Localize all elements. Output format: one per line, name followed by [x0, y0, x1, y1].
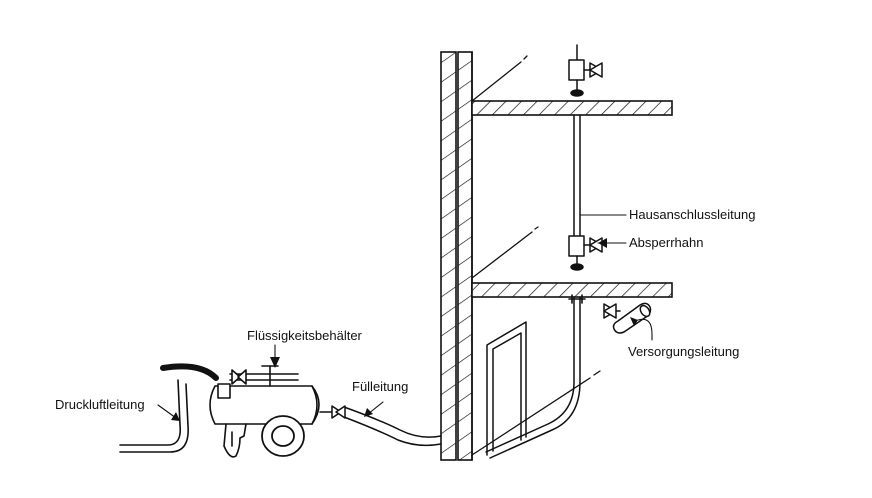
label-fuelleitung: Fülleitung — [352, 379, 408, 394]
filling-hose — [343, 406, 442, 447]
door — [486, 321, 527, 456]
label-hausanschlussleitung: Hausanschlussleitung — [629, 207, 755, 222]
upper-shutoff-valve — [568, 44, 603, 97]
leader-arrowheads — [171, 238, 638, 421]
building-wall — [440, 51, 473, 461]
floor-slab-top — [471, 100, 673, 116]
tank-wheel — [261, 415, 305, 457]
versorgungsleitung-pipe — [603, 302, 652, 334]
filling-valve — [319, 405, 346, 419]
tank-stand — [223, 423, 247, 458]
riser-pipe — [485, 114, 581, 459]
liquid-tank — [209, 365, 320, 425]
compressed-air-hose — [119, 363, 219, 453]
absperrhahn-valve — [568, 235, 603, 271]
label-absperrhahn: Absperrhahn — [629, 235, 703, 250]
label-versorgungsleitung: Versorgungsleitung — [628, 344, 739, 359]
label-fluessigkeitsbehaelter: Flüssigkeitsbehälter — [247, 328, 363, 343]
pipe-sleeve — [568, 294, 586, 304]
label-druckluftleitung: Druckluftleitung — [55, 397, 145, 412]
room-perspective-lines — [471, 55, 601, 456]
